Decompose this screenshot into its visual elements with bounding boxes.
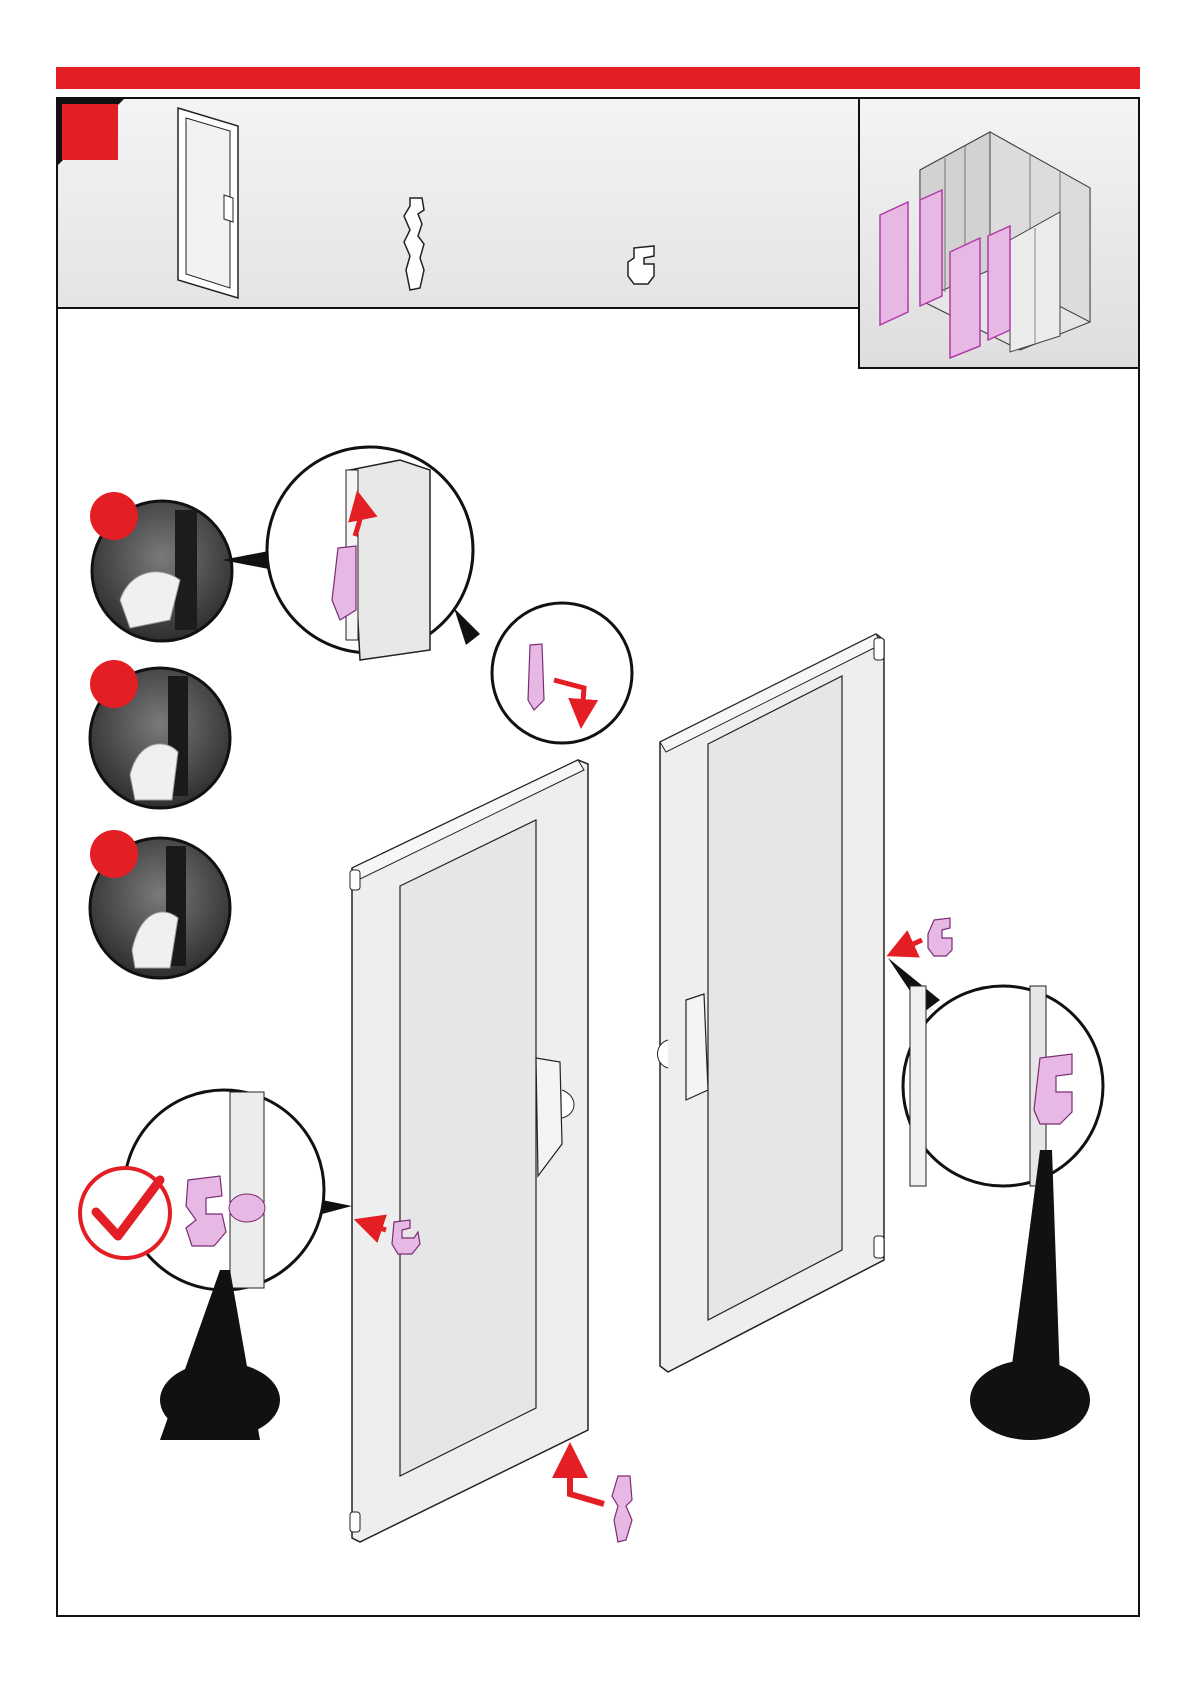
- check-mark-icon: [80, 1168, 170, 1258]
- bracket-rotate-detail: [492, 603, 632, 743]
- door-panel-icon: [178, 108, 238, 298]
- step-2-hand-detail: [90, 660, 230, 808]
- left-clip-zoom-detail: [124, 1090, 352, 1440]
- bottom-bracket: [570, 1460, 632, 1542]
- hinge-bracket-icon: [404, 198, 424, 290]
- hinge-clip-icon: [628, 246, 654, 284]
- left-door: [350, 760, 588, 1542]
- right-clip-zoom-detail: [903, 986, 1103, 1440]
- right-door: [658, 634, 885, 1372]
- step-1-hand-detail: [90, 492, 274, 641]
- step-3-hand-detail: [90, 830, 230, 978]
- bracket-zoom-detail: [267, 447, 480, 660]
- cabinet-overview-icon: [880, 132, 1090, 358]
